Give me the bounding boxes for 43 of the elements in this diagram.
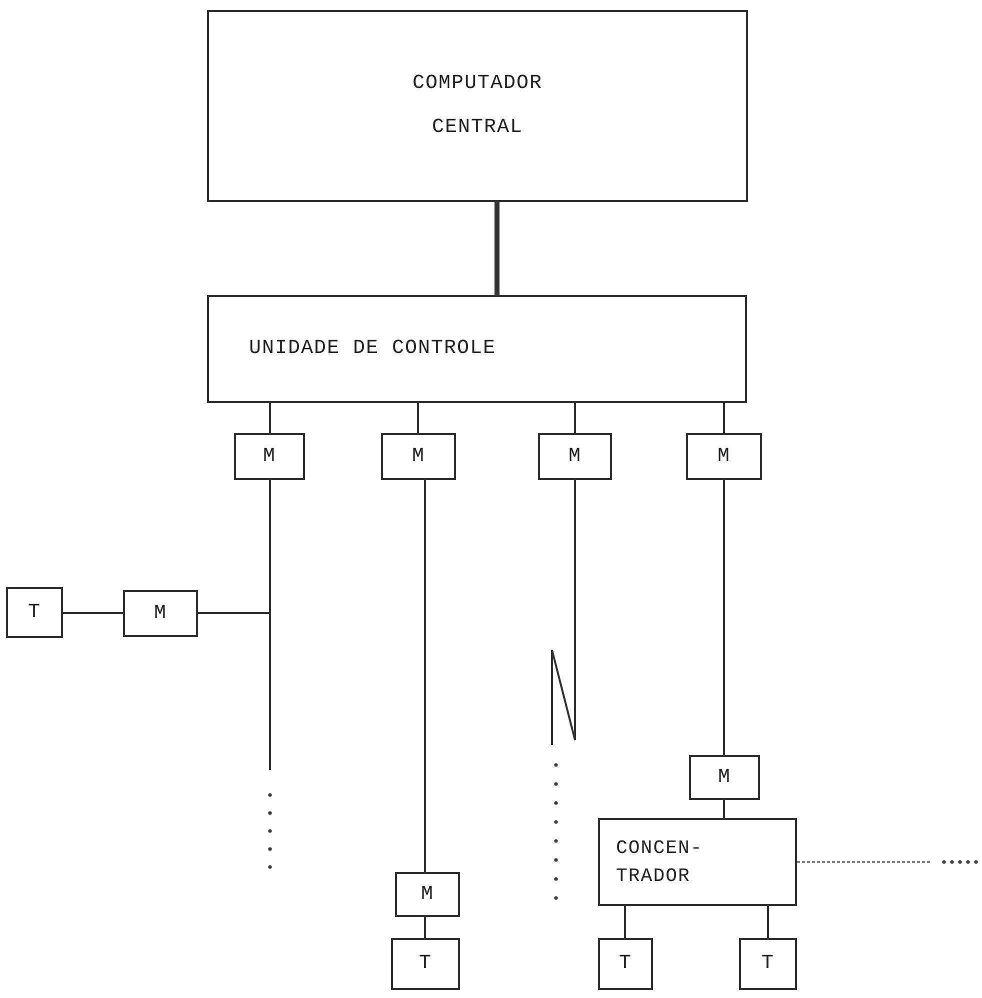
- modem-box: [234, 433, 305, 480]
- box-label: M: [154, 602, 167, 626]
- box-label: COMPUTADOR CENTRAL: [411, 71, 544, 141]
- box-label: M: [717, 444, 730, 468]
- box-label: UNIDADE DE CONTROLE: [249, 336, 496, 362]
- terminal-box: [6, 587, 63, 638]
- modem-box: [538, 433, 612, 480]
- modem-box: [123, 590, 198, 637]
- modem-box: [686, 433, 762, 480]
- box-label: M: [262, 444, 276, 468]
- connector-line: [63, 612, 123, 614]
- modem-box: [395, 872, 460, 917]
- connector-line: [198, 480, 271, 614]
- control-unit-box: [207, 295, 747, 403]
- computer-box: [207, 10, 748, 202]
- connector-line: [494, 202, 500, 295]
- connector-line: [424, 917, 426, 938]
- connector-line: [417, 403, 419, 433]
- concentrator-box: [598, 818, 797, 906]
- connector-line: [797, 861, 930, 863]
- connector-line: [723, 800, 725, 818]
- box-label: M: [718, 766, 731, 790]
- box-label: M: [568, 444, 582, 468]
- box-label: M: [420, 882, 434, 906]
- terminal-box: [598, 938, 653, 990]
- box-label: T: [418, 952, 432, 976]
- connector-line: [269, 403, 271, 433]
- modem-box: [689, 755, 760, 800]
- connector-line: [574, 403, 576, 433]
- terminal-box: [739, 938, 797, 990]
- connector-line: [767, 906, 769, 938]
- terminal-box: [391, 938, 460, 990]
- box-label: CONCEN- TRADOR: [616, 836, 704, 889]
- box-label: T: [761, 952, 774, 976]
- modem-box: [381, 433, 456, 480]
- box-label: M: [412, 444, 425, 468]
- box-label: T: [618, 952, 632, 976]
- connector-line: [723, 480, 725, 755]
- box-label: T: [28, 600, 41, 624]
- connector-line: [723, 403, 725, 433]
- connector-line: [551, 480, 576, 745]
- connector-line: [624, 906, 626, 938]
- connector-line: [424, 480, 426, 872]
